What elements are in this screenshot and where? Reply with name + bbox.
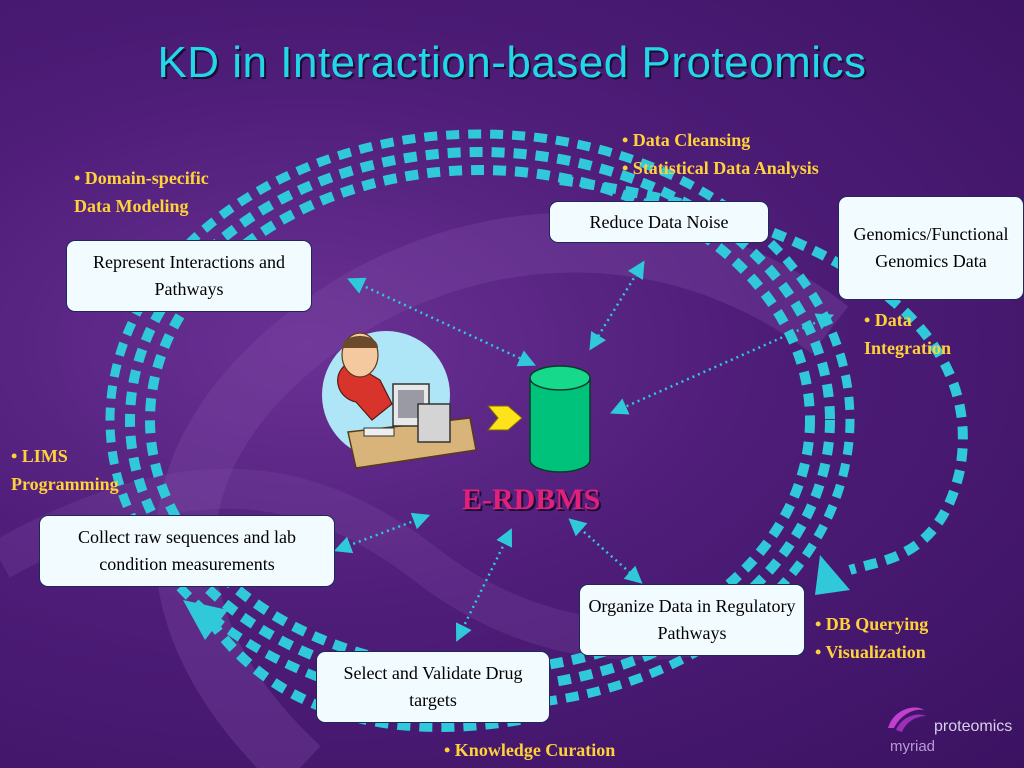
note-line: • Knowledge Curation — [444, 740, 616, 760]
note-line: • Statistical Data Analysis — [622, 158, 819, 178]
reduce-data-noise-box: Reduce Data Noise — [549, 201, 769, 243]
note-line: Programming — [11, 474, 119, 494]
knowledge-curation-note: • Knowledge Curation — [444, 736, 615, 764]
cycle-arrowhead — [815, 555, 850, 595]
pointer-arrow-icon — [486, 405, 523, 431]
myriad-logo-icon — [888, 707, 926, 732]
data-integration-note: • Data Integration — [864, 306, 951, 362]
page-title: KD in Interaction-based Proteomics — [157, 38, 867, 87]
note-line: • LIMS — [11, 446, 68, 466]
note-line: • Domain-specific — [74, 168, 209, 188]
note-line: Data Modeling — [74, 196, 189, 216]
collect-raw-sequences-box: Collect raw sequences and lab condition … — [39, 515, 335, 587]
select-validate-box: Select and Validate Drug targets — [316, 651, 550, 723]
brand-word: proteomics — [934, 718, 1013, 735]
data-cleansing-note: • Data Cleansing • Statistical Data Anal… — [622, 126, 819, 182]
note-line: • DB Querying — [815, 614, 929, 634]
person-at-computer-icon — [322, 331, 477, 469]
genomics-data-box: Genomics/Functional Genomics Data — [838, 196, 1024, 300]
brand-company: myriad — [890, 738, 936, 755]
cycle-arrowhead — [183, 600, 228, 640]
domain-modeling-note: • Domain-specific Data Modeling — [74, 164, 209, 220]
database-cylinder-icon — [529, 365, 591, 473]
organize-data-box: Organize Data in Regulatory Pathways — [579, 584, 805, 656]
note-line: • Data Cleansing — [622, 130, 751, 150]
lims-note: • LIMS Programming — [11, 442, 119, 498]
note-line: • Data — [864, 310, 912, 330]
e-rdbms-label: E-RDBMS — [462, 483, 601, 516]
connector-lines — [333, 260, 835, 642]
querying-note: • DB Querying • Visualization — [815, 610, 928, 666]
note-line: Integration — [864, 338, 951, 358]
note-line: • Visualization — [815, 642, 926, 662]
represent-interactions-box: Represent Interactions and Pathways — [66, 240, 312, 312]
